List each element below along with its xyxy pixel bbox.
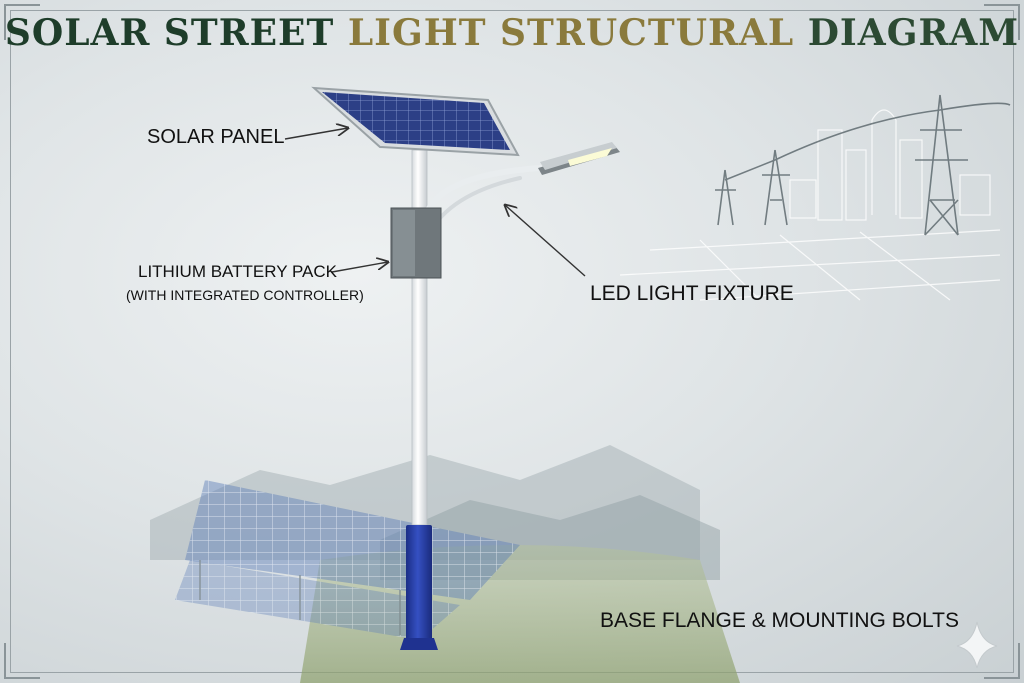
city-wireframe: [619, 109, 1001, 301]
frame-corner-top-left: [4, 4, 40, 40]
base-label: BASE FLANGE & MOUNTING BOLTS: [600, 609, 960, 632]
battery-label: LITHIUM BATTERY PACK: [138, 262, 338, 281]
solar-panel-label: SOLAR PANEL: [147, 126, 285, 148]
led-light-fixture: [538, 142, 620, 175]
battery-arrow: [331, 262, 388, 273]
frame-corner-bottom-left: [4, 643, 40, 679]
power-towers: [715, 94, 1011, 236]
frame-corner-bottom-right: [984, 643, 1020, 679]
led-fixture-arrow: [505, 205, 586, 277]
solar-farm-array: [175, 480, 520, 640]
page-title: SOLAR STREET LIGHT STRUCTURAL DIAGRAM: [4, 12, 1020, 54]
light-arm: [423, 165, 543, 218]
solar-panel: [311, 86, 520, 157]
battery-box: [390, 207, 442, 279]
led-fixture-label: LED LIGHT FIXTURE: [590, 282, 794, 305]
frame-corner-top-right: [984, 4, 1020, 40]
sparkle-icon: [956, 621, 998, 669]
battery-sublabel: (WITH INTEGRATED CONTROLLER): [126, 287, 364, 303]
solar-panel-arrow: [284, 128, 348, 140]
